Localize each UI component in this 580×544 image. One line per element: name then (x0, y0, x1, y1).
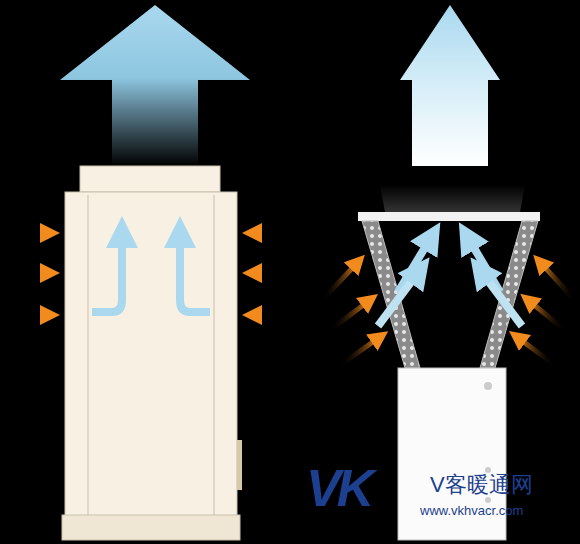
watermark-url: www.vkhvacr.com (420, 504, 523, 517)
watermark-name: V客暖通网 (430, 474, 533, 496)
watermark-logo: VK (306, 462, 370, 514)
